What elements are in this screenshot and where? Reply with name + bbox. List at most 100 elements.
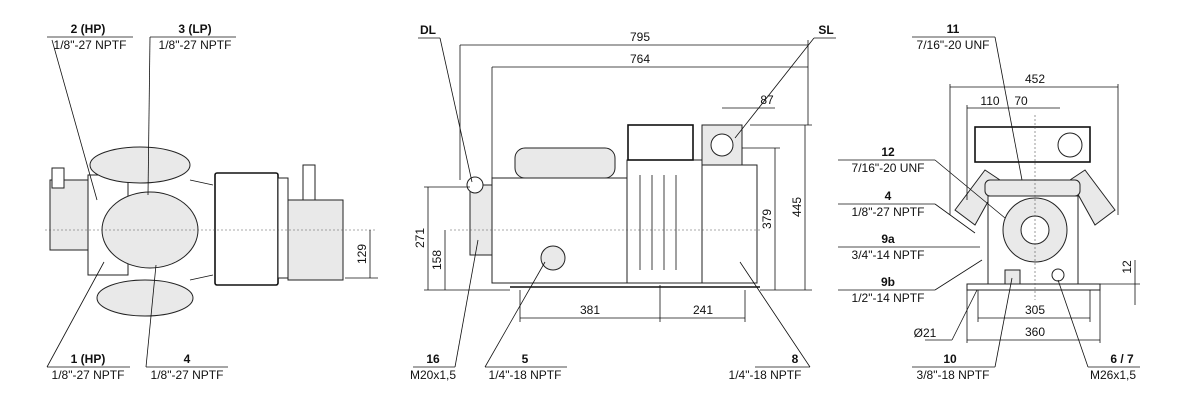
oil-drain (1004, 269, 1021, 285)
side-view: DL SL 795 764 87 445 379 (410, 23, 836, 382)
callout-9a: 9a 3/4"-14 NPTF (838, 232, 980, 262)
cylinder-head (514, 147, 616, 179)
callout-id: 4 (885, 189, 892, 203)
callout-id: 3 (LP) (178, 22, 211, 36)
oil-plug (1051, 268, 1065, 282)
callout-id: 10 (943, 352, 957, 366)
dim-12: 12 (1100, 260, 1140, 305)
leader (934, 203, 976, 234)
cable-gland (1057, 132, 1083, 158)
callout-11: 11 7/16"-20 UNF (912, 22, 1023, 181)
dim-271: 271 (413, 186, 470, 290)
callout-spec: 1/2"-14 NPTF (852, 291, 925, 305)
body-edge (189, 179, 214, 186)
dim-value: 795 (630, 30, 650, 44)
callout-6-7: 6 / 7 M26x1,5 (1057, 279, 1140, 382)
discharge-manifold (984, 179, 1081, 197)
dim-381-241: 381 241 (519, 285, 746, 322)
dim-value: 360 (1025, 325, 1045, 339)
dim-value: 379 (760, 209, 774, 229)
callout-id: 16 (426, 352, 440, 366)
dim-value: 158 (430, 250, 444, 270)
dim-value: 87 (760, 93, 774, 107)
callout-8: 8 1/4"-18 NPTF (729, 261, 811, 382)
leader (145, 264, 157, 368)
callout-id: 2 (HP) (71, 22, 106, 36)
leader (739, 261, 811, 368)
callout-12: 12 7/16"-20 UNF (838, 145, 1006, 219)
top-view-body (45, 146, 375, 317)
leader (994, 277, 1013, 368)
dim-value: 241 (693, 303, 713, 317)
leader (934, 259, 983, 291)
terminal-box (214, 172, 279, 286)
dim-452: 452 (949, 72, 1119, 215)
terminal-box (974, 126, 1091, 163)
callout-5: 5 1/4"-18 NPTF (484, 261, 567, 382)
callout-2-hp: 2 (HP) 1/8"-27 NPTF (47, 22, 133, 201)
motor-housing (626, 159, 703, 284)
callout-4: 4 1/8"-27 NPTF (145, 264, 228, 382)
cylinder-head-top (89, 146, 191, 184)
leader (484, 261, 546, 368)
suction-port (710, 133, 734, 157)
callout-spec: M20x1,5 (410, 368, 456, 382)
pump-fitting (302, 164, 316, 201)
top-view: 2 (HP) 1/8"-27 NPTF 3 (LP) 1/8"-27 NPTF … (45, 22, 378, 382)
dim-value: 381 (580, 303, 600, 317)
dim-value: 110 (980, 94, 999, 108)
leader (46, 261, 105, 368)
callout-spec: 3/4"-14 NPTF (852, 248, 925, 262)
dim-value: 12 (1120, 260, 1134, 274)
label-dl: DL (420, 23, 436, 37)
leader (934, 159, 1006, 219)
dim-158: 158 (424, 230, 510, 291)
callout-16: 16 M20x1,5 (410, 239, 479, 382)
callout-id: 9a (881, 232, 895, 246)
leader (951, 289, 978, 341)
motor-flange (277, 177, 289, 279)
dim-110-70: 110 70 (966, 94, 1060, 200)
terminal-box (627, 124, 694, 161)
dim-hole-21: Ø21 (914, 289, 978, 341)
side-view-body (450, 124, 760, 288)
dim-764: 764 (491, 40, 809, 178)
cylinder-head-bottom (96, 279, 194, 317)
dim-87: 87 (722, 93, 775, 109)
body-edge (189, 274, 214, 281)
callout-id: 12 (881, 145, 895, 159)
dim-379: 379 (742, 147, 812, 291)
leader (439, 37, 473, 183)
callout-id: 4 (184, 352, 191, 366)
dim-value: Ø21 (914, 326, 937, 340)
callout-1-hp: 1 (HP) 1/8"-27 NPTF (46, 261, 130, 382)
dim-value: 129 (355, 244, 369, 264)
callout-spec: 7/16"-20 UNF (917, 38, 990, 52)
callout-spec: 3/8"-18 NPTF (917, 368, 990, 382)
leader (734, 37, 815, 139)
dim-305-360: 305 360 (966, 290, 1101, 343)
callout-10: 10 3/8"-18 NPTF (912, 277, 1013, 382)
dl-fitting (466, 176, 484, 194)
callout-id: 8 (792, 352, 799, 366)
dim-445: 445 (750, 124, 812, 290)
callout-id: 9b (881, 275, 895, 289)
callout-9b: 9b 1/2"-14 NPTF (838, 259, 983, 305)
dim-value: 445 (790, 197, 804, 217)
sight-glass (540, 245, 566, 271)
end-view-body (954, 115, 1116, 300)
dim-129: 129 (345, 230, 378, 279)
label-sl: SL (818, 23, 833, 37)
callout-id: 5 (522, 352, 529, 366)
callout-spec: 1/8"-27 NPTF (52, 368, 125, 382)
motor-end (701, 164, 758, 284)
leader (1057, 279, 1089, 368)
dim-value: 764 (630, 52, 650, 66)
dim-795: 795 (459, 30, 808, 180)
dim-value: 305 (1025, 303, 1045, 317)
callout-spec: 1/8"-27 NPTF (159, 38, 232, 52)
callout-spec: 1/4"-18 NPTF (489, 368, 562, 382)
dim-value: 271 (413, 228, 427, 248)
callout-spec: 7/16"-20 UNF (852, 161, 925, 175)
